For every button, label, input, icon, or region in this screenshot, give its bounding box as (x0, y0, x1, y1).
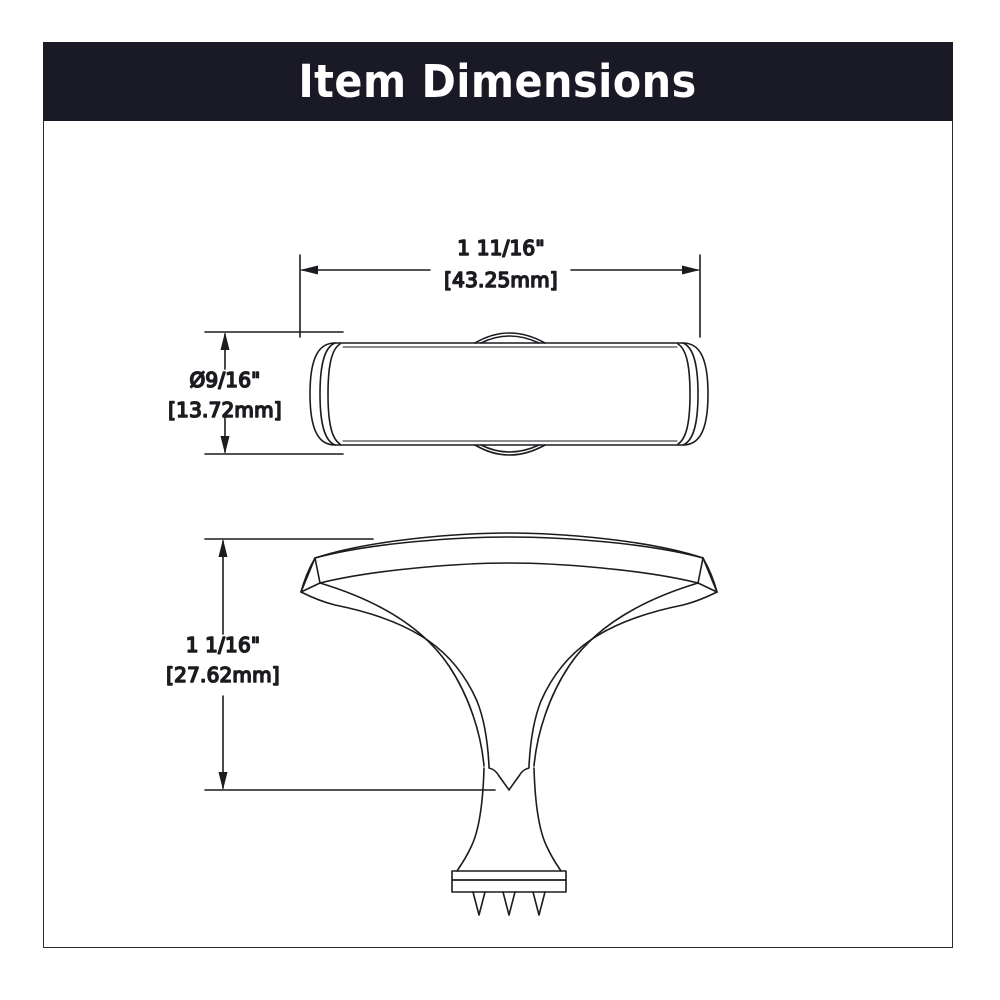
diameter-depth-metric: [13.72mm] (168, 398, 282, 422)
dimension-overall-height (204, 538, 496, 791)
overall-height-imperial: 1 1/16" (186, 633, 261, 657)
drawing-frame (43, 42, 953, 948)
dimension-diameter-depth (204, 331, 344, 455)
overall-height-metric: [27.62mm] (166, 663, 280, 687)
diameter-depth-imperial: Ø9/16" (189, 368, 260, 392)
top-view-knob (309, 332, 709, 456)
title-bar: Item Dimensions (43, 42, 953, 121)
overall-width-metric: [43.25mm] (444, 268, 558, 292)
dimension-labels: 1 11/16" [43.25mm] Ø9/16" [13.72mm] 1 1/… (165, 235, 558, 688)
overall-width-imperial: 1 11/16" (457, 236, 545, 260)
dimension-overall-width (299, 254, 701, 338)
front-view-knob (300, 532, 718, 916)
page-title: Item Dimensions (298, 55, 698, 108)
technical-drawing: 1 11/16" [43.25mm] Ø9/16" [13.72mm] 1 1/… (43, 121, 953, 948)
